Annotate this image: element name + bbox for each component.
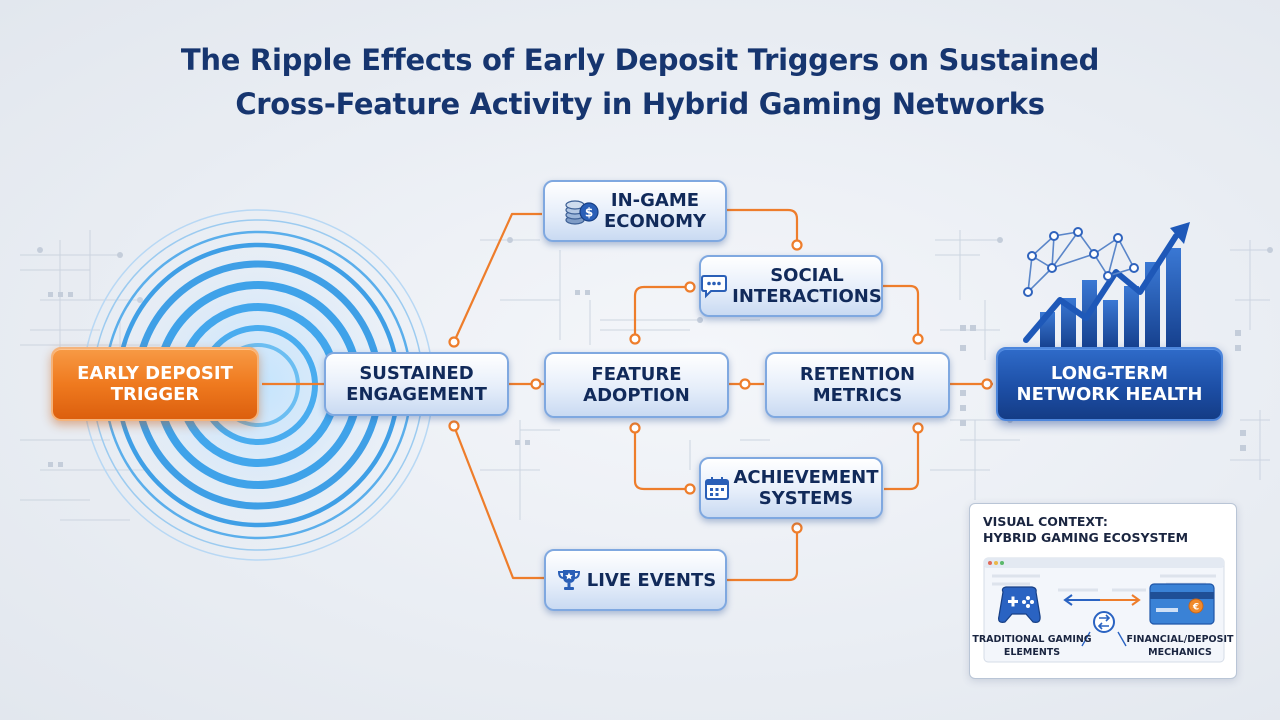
- social-line-2: Interactions: [732, 286, 882, 307]
- live-events-label: Live Events: [586, 569, 717, 591]
- sustained-engagement-node[interactable]: Sustained Engagement: [324, 352, 509, 416]
- social-line-1: Social: [770, 265, 844, 286]
- growth-chart-icon: [1023, 222, 1190, 350]
- traditional-gaming-line-2: ELEMENTS: [1003, 647, 1061, 658]
- financial-deposit-line-1: FINANCIAL/DEPOSIT: [1126, 634, 1234, 645]
- financial-deposit-label: FINANCIAL/DEPOSIT MECHANICS: [1120, 633, 1240, 659]
- social-interactions-node[interactable]: Social Interactions: [699, 255, 883, 317]
- traditional-gaming-label: TRADITIONAL GAMING ELEMENTS: [972, 633, 1092, 659]
- early-deposit-line-2: Trigger: [110, 384, 200, 405]
- coins-icon: $: [564, 194, 600, 228]
- achievement-line-1: Achievement: [733, 467, 879, 488]
- title-line-2: Cross-Feature Activity in Hybrid Gaming …: [235, 87, 1045, 121]
- early-deposit-trigger-node[interactable]: Early Deposit Trigger: [51, 347, 259, 421]
- gamepad-icon: [998, 586, 1041, 623]
- network-health-line-1: Long-Term: [1050, 363, 1169, 384]
- visual-context-title-line-1: VISUAL CONTEXT:: [983, 514, 1108, 529]
- network-health-node[interactable]: Long-Term Network Health: [996, 347, 1223, 421]
- visual-context-title: VISUAL CONTEXT: HYBRID GAMING ECOSYSTEM: [983, 514, 1188, 546]
- feature-line-2: Adoption: [583, 385, 690, 406]
- exchange-icon: [1093, 611, 1115, 633]
- feature-line-1: Feature: [591, 364, 682, 385]
- live-events-node[interactable]: Live Events: [544, 549, 727, 611]
- svg-text:$: $: [585, 206, 593, 220]
- retention-line-2: Metrics: [812, 385, 903, 406]
- retention-metrics-node[interactable]: Retention Metrics: [765, 352, 950, 418]
- economy-line-2: Economy: [603, 211, 707, 232]
- circuit-dots: [48, 290, 1246, 467]
- connector-lines: [262, 208, 993, 582]
- achievement-line-2: Systems: [758, 488, 854, 509]
- early-deposit-line-1: Early Deposit: [77, 363, 233, 384]
- visual-context-panel: VISUAL CONTEXT: HYBRID GAMING ECOSYSTEM: [969, 503, 1237, 679]
- diagram-title: The Ripple Effects of Early Deposit Trig…: [0, 38, 1280, 126]
- title-line-1: The Ripple Effects of Early Deposit Trig…: [180, 43, 1100, 77]
- economy-line-1: In-Game: [610, 190, 700, 211]
- calendar-icon: [704, 475, 730, 501]
- financial-deposit-line-2: MECHANICS: [1148, 647, 1212, 658]
- feature-adoption-node[interactable]: Feature Adoption: [544, 352, 729, 418]
- exchange-arrow-icon: [1063, 594, 1141, 606]
- sustained-line-1: Sustained: [359, 363, 474, 384]
- traditional-gaming-line-1: TRADITIONAL GAMING: [972, 634, 1092, 645]
- network-health-line-2: Network Health: [1016, 384, 1203, 405]
- payment-card-icon: €: [1149, 583, 1215, 625]
- achievement-systems-node[interactable]: Achievement Systems: [699, 457, 883, 519]
- trophy-icon: [555, 566, 583, 594]
- retention-line-1: Retention: [799, 364, 916, 385]
- in-game-economy-node[interactable]: $ In-Game Economy: [543, 180, 727, 242]
- svg-text:€: €: [1192, 603, 1199, 613]
- visual-context-title-line-2: HYBRID GAMING ECOSYSTEM: [983, 530, 1189, 545]
- chat-bubble-icon: [700, 273, 728, 299]
- connector-dots: [448, 239, 993, 534]
- sustained-line-2: Engagement: [346, 384, 487, 405]
- ecosystem-illustration: €: [983, 557, 1225, 663]
